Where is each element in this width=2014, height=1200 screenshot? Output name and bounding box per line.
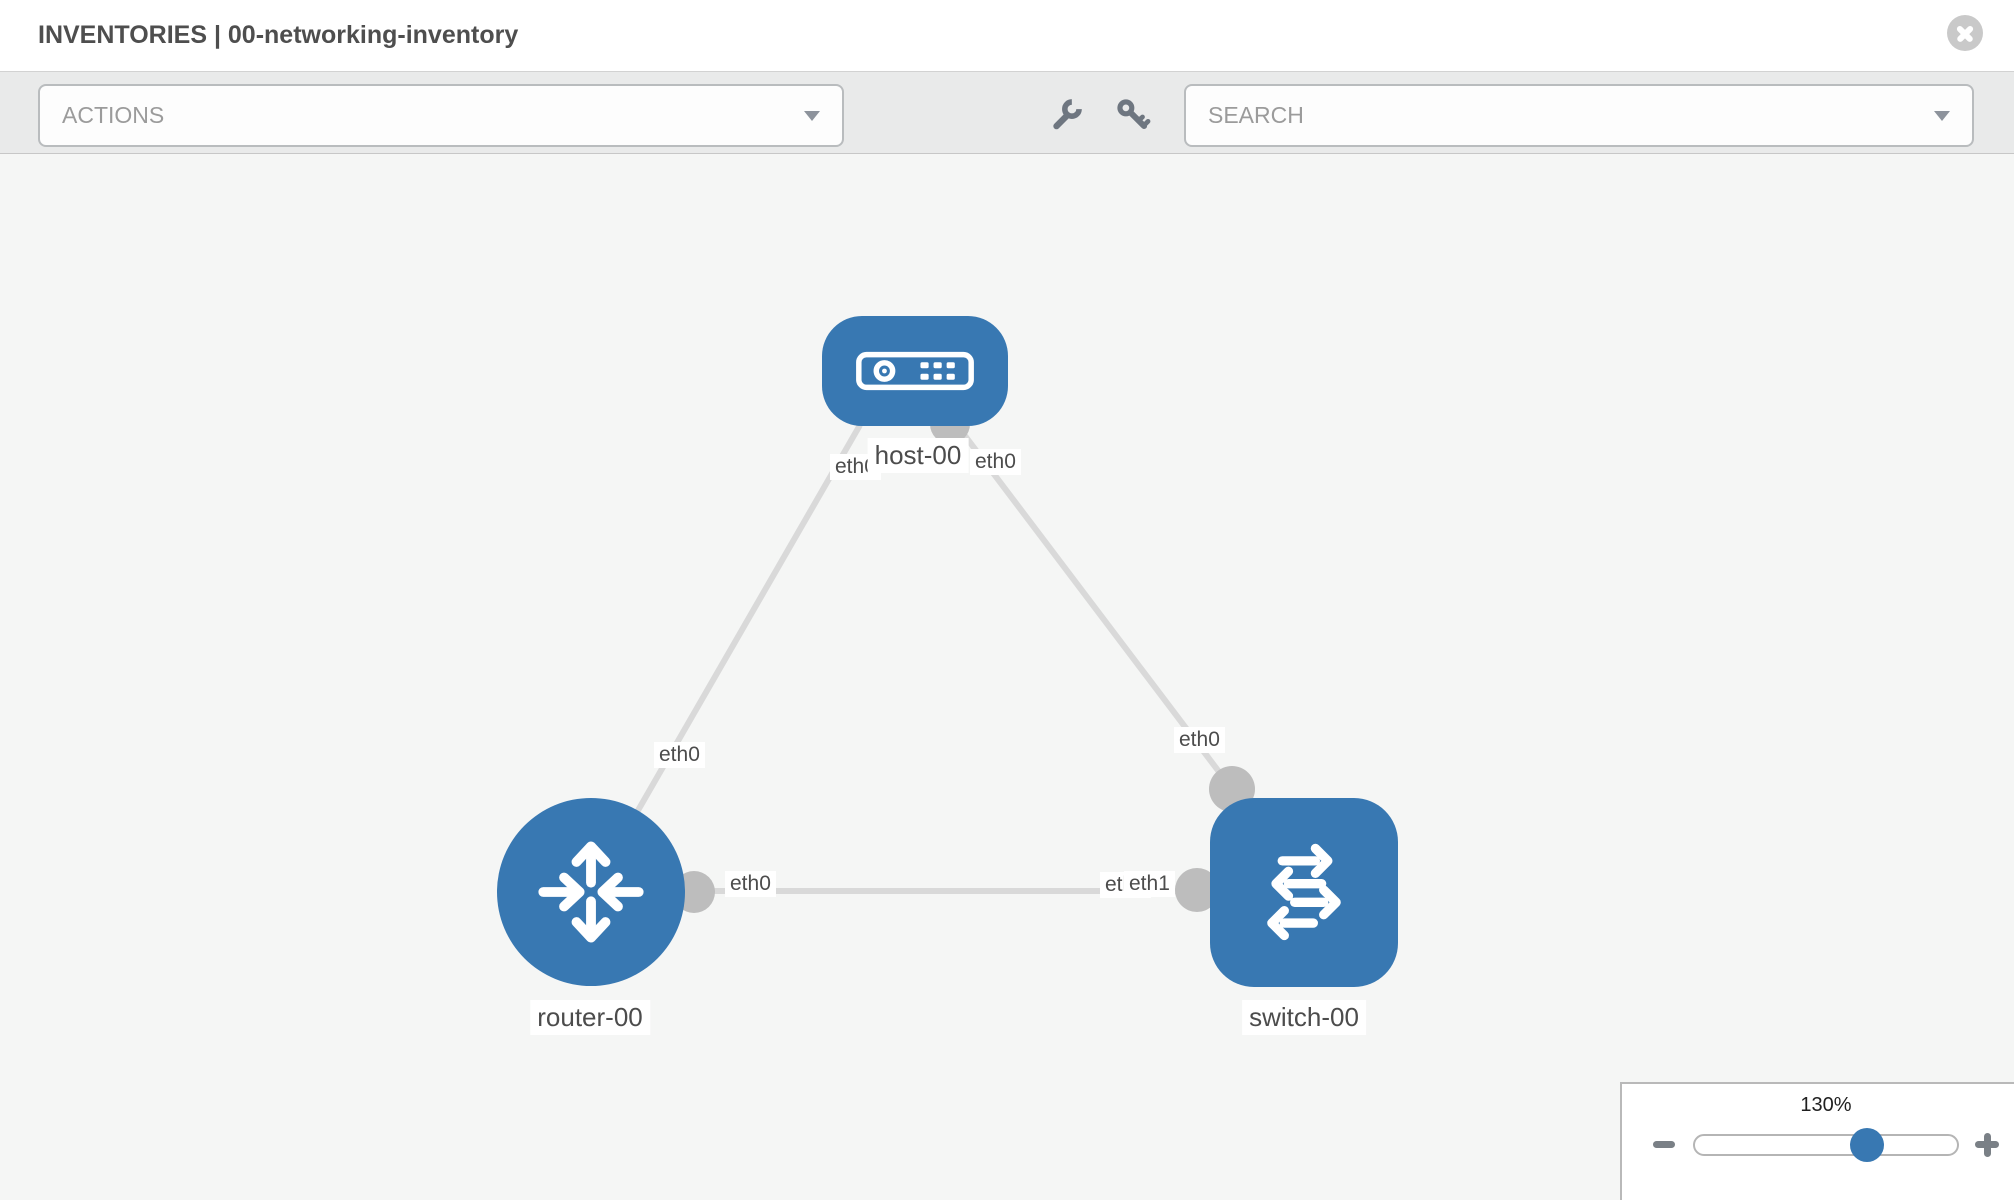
header: INVENTORIES | 00-networking-inventory [0, 0, 2014, 72]
switch-icon [1267, 843, 1341, 940]
interface-label: eth0 [654, 742, 705, 768]
zoom-slider-thumb[interactable] [1850, 1128, 1884, 1162]
close-button[interactable] [1947, 15, 1983, 51]
key-icon[interactable] [1114, 96, 1152, 134]
zoom-panel: 130% [1620, 1082, 2014, 1200]
search-dropdown[interactable]: SEARCH [1184, 84, 1974, 147]
interface-label: eth0 [970, 449, 1021, 475]
search-dropdown-label: SEARCH [1208, 102, 1304, 128]
interface-label: eth0 [1174, 727, 1225, 753]
node-host-00[interactable] [822, 316, 1008, 426]
node-label-host-00: host-00 [867, 438, 969, 473]
toolbar: ACTIONS SEARCH [0, 72, 2014, 154]
router-icon [538, 841, 644, 943]
interface-label: eth0 [725, 871, 776, 897]
actions-dropdown[interactable]: ACTIONS [38, 84, 844, 147]
node-router-00[interactable] [497, 798, 685, 986]
interface-dot-switch-eth1[interactable] [1175, 868, 1219, 912]
node-label-router-00: router-00 [530, 1000, 650, 1035]
zoom-out-button[interactable] [1653, 1141, 1675, 1148]
host-icon [856, 351, 974, 391]
chevron-down-icon [1934, 111, 1950, 121]
node-switch-00[interactable] [1210, 798, 1398, 987]
page-title: INVENTORIES | 00-networking-inventory [38, 21, 519, 49]
zoom-level: 130% [1800, 1094, 1852, 1116]
node-label-switch-00: switch-00 [1242, 1000, 1366, 1035]
topology-canvas[interactable]: eth0 eth0 eth0 eth0 eth0 eth0 eth1 host-… [0, 154, 2014, 1200]
chevron-down-icon [804, 111, 820, 121]
interface-label: eth1 [1124, 871, 1175, 897]
actions-dropdown-label: ACTIONS [62, 102, 165, 128]
link-host-switch[interactable] [913, 369, 1235, 791]
zoom-in-button[interactable] [1983, 1132, 1991, 1157]
wrench-icon[interactable] [1047, 96, 1085, 134]
zoom-slider[interactable] [1693, 1128, 1959, 1162]
